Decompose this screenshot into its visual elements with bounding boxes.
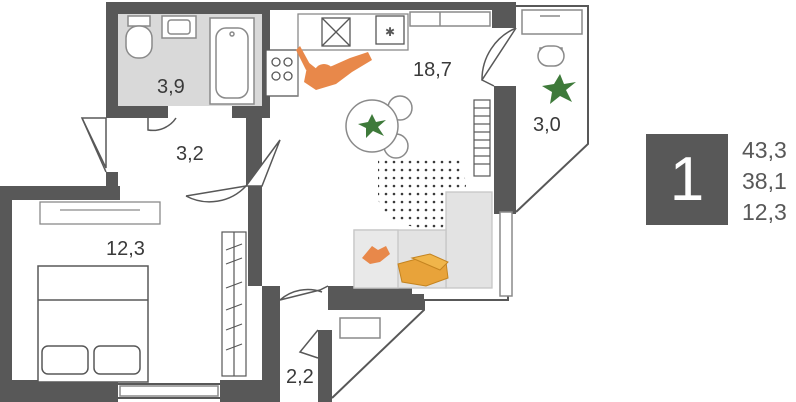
total-area: 43,3 — [742, 137, 787, 163]
doors — [80, 27, 517, 359]
sink-icon — [161, 15, 197, 39]
kitchen-counter — [297, 13, 409, 96]
bed-icon — [37, 265, 149, 383]
person-icon — [296, 46, 372, 90]
stove-icon — [265, 49, 299, 97]
room-area-bedroom: 12,3 — [106, 238, 145, 260]
toilet-icon — [125, 15, 153, 59]
room-count-badge: 1 — [646, 134, 728, 225]
wardrobe-shelf — [39, 201, 161, 225]
room-area-kitchen-living: 18,7 — [413, 59, 452, 81]
dining-table-icon — [345, 95, 413, 159]
fridge-icon: ✱ — [375, 15, 405, 45]
bedroom-area: 12,3 — [742, 199, 787, 225]
bathtub-icon — [209, 17, 255, 105]
cooker-hood-icon — [321, 17, 351, 47]
rug — [378, 156, 466, 232]
room-area-balcony: 3,0 — [533, 114, 561, 136]
cat-icon — [362, 246, 390, 264]
balcony-plant-icon — [542, 74, 576, 104]
room-area-bathroom: 3,9 — [157, 76, 185, 98]
windows — [119, 9, 583, 397]
room-area-storage: 2,2 — [286, 366, 314, 388]
radiator-icon — [473, 99, 491, 177]
living-area: 38,1 — [742, 168, 787, 194]
pillow-icon — [397, 253, 449, 287]
svg-text:✱: ✱ — [385, 25, 395, 39]
walls — [0, 2, 516, 402]
balcony-table-icon — [537, 45, 565, 67]
wardrobe-icon — [221, 231, 247, 377]
plant-icon — [358, 114, 386, 138]
room-area-hallway: 3,2 — [176, 143, 204, 165]
